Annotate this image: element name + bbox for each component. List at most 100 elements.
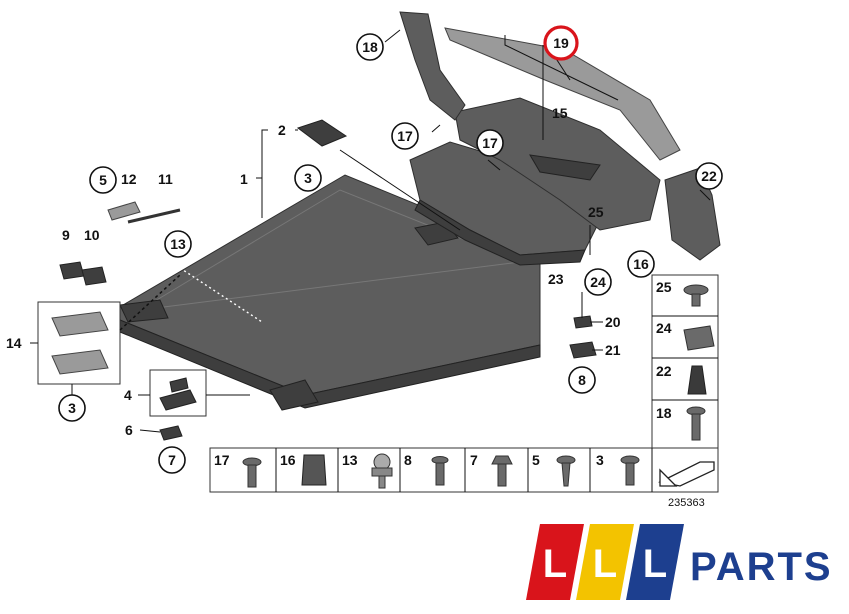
fastener-table-side: 25 24 22 18 [651, 274, 719, 449]
fastener-8-cell: 8 [404, 452, 449, 486]
svg-text:9: 9 [62, 227, 70, 243]
fastener-22-cell: 22 [656, 363, 707, 395]
svg-text:18: 18 [362, 39, 378, 55]
callout-22: 22 [695, 162, 723, 190]
svg-text:10: 10 [84, 227, 100, 243]
callout-14: 14 [6, 335, 22, 351]
fastener-24-cell: 24 [656, 320, 715, 351]
svg-text:24: 24 [656, 320, 672, 336]
svg-text:20: 20 [605, 314, 621, 330]
svg-text:3: 3 [596, 452, 604, 468]
svg-text:19: 19 [553, 35, 569, 51]
rod-11 [127, 208, 181, 224]
svg-text:12: 12 [121, 171, 137, 187]
svg-text:22: 22 [656, 363, 672, 379]
svg-text:16: 16 [280, 452, 296, 468]
svg-text:17: 17 [482, 135, 498, 151]
fastener-18-cell: 18 [656, 405, 706, 441]
clip-6 [159, 425, 183, 441]
svg-text:7: 7 [168, 452, 176, 468]
side-trim-18 [399, 11, 466, 121]
part-set-4 [149, 369, 207, 417]
callout-10: 10 [84, 227, 100, 243]
svg-text:11: 11 [158, 171, 173, 187]
svg-text:25: 25 [656, 279, 672, 295]
callout-17-left: 17 [391, 122, 419, 150]
callout-5: 5 [89, 166, 117, 194]
svg-text:6: 6 [125, 422, 133, 438]
callout-23: 23 [548, 271, 564, 287]
fastener-17-cell: 17 [214, 452, 262, 488]
callout-11: 11 [158, 171, 173, 187]
svg-text:3: 3 [304, 170, 312, 186]
callout-15: 15 [552, 105, 568, 121]
pad-10 [81, 266, 107, 286]
svg-text:L: L [593, 542, 617, 586]
callout-8: 8 [568, 366, 596, 394]
clip-21 [569, 341, 597, 359]
callout-4: 4 [124, 387, 132, 403]
callout-18: 18 [356, 33, 384, 61]
direction-arrow-icon [658, 461, 715, 487]
svg-text:5: 5 [99, 172, 107, 188]
logo-block-blue [626, 524, 684, 600]
fastener-5-cell: 5 [532, 452, 576, 487]
callout-24: 24 [584, 268, 612, 296]
fastener-25-cell: 25 [656, 279, 709, 307]
svg-text:2: 2 [278, 122, 286, 138]
svg-text:L: L [543, 542, 567, 586]
svg-text:25: 25 [588, 204, 604, 220]
svg-text:4: 4 [124, 387, 132, 403]
svg-text:18: 18 [656, 405, 672, 421]
svg-text:17: 17 [214, 452, 230, 468]
leader-lines [30, 29, 711, 433]
bracket-set-14 [37, 301, 121, 385]
callout-2: 2 [278, 122, 286, 138]
svg-text:1: 1 [240, 171, 248, 187]
callout-12: 12 [121, 171, 137, 187]
luggage-floor-panel [117, 174, 541, 411]
callout-17-right: 17 [476, 129, 504, 157]
svg-text:13: 13 [342, 452, 358, 468]
fastener-3-cell: 3 [596, 452, 640, 486]
callout-1: 1 [240, 171, 248, 187]
pad-9 [59, 261, 85, 280]
fastener-table-bottom: 17 16 13 8 7 5 3 [209, 447, 719, 493]
logo-block-yellow [576, 524, 634, 600]
svg-text:L: L [643, 542, 667, 586]
fastener-13-cell: 13 [342, 452, 393, 489]
svg-text:15: 15 [552, 105, 568, 121]
loading-sill-trim-15 [444, 27, 681, 231]
bracket-12 [107, 201, 141, 221]
cross-member-23 [409, 141, 601, 266]
svg-text:235363: 235363 [668, 497, 705, 509]
svg-text:8: 8 [578, 372, 586, 388]
fastener-16-cell: 16 [280, 452, 327, 486]
clip-20 [573, 315, 593, 329]
svg-text:23: 23 [548, 271, 564, 287]
svg-text:14: 14 [6, 335, 22, 351]
callout-19-highlighted: 19 [543, 25, 579, 61]
callout-3-top: 3 [294, 164, 322, 192]
callout-13: 13 [164, 230, 192, 258]
callout-16: 16 [627, 250, 655, 278]
svg-text:24: 24 [590, 274, 606, 290]
fastener-7-cell: 7 [470, 452, 513, 487]
svg-text:17: 17 [397, 128, 413, 144]
svg-text:3: 3 [68, 400, 76, 416]
svg-text:8: 8 [404, 452, 412, 468]
svg-text:16: 16 [633, 256, 649, 272]
svg-text:7: 7 [470, 452, 478, 468]
callout-6: 6 [125, 422, 133, 438]
logo-block-red [526, 524, 584, 600]
callout-25: 25 [588, 204, 604, 220]
svg-text:21: 21 [605, 342, 621, 358]
cover-2 [296, 119, 348, 147]
callout-21: 21 [605, 342, 621, 358]
svg-text:5: 5 [532, 452, 540, 468]
callout-3-left: 3 [58, 394, 86, 422]
diagram-reference-number: 235363 [668, 497, 705, 509]
svg-text:22: 22 [701, 168, 717, 184]
callout-9: 9 [62, 227, 70, 243]
